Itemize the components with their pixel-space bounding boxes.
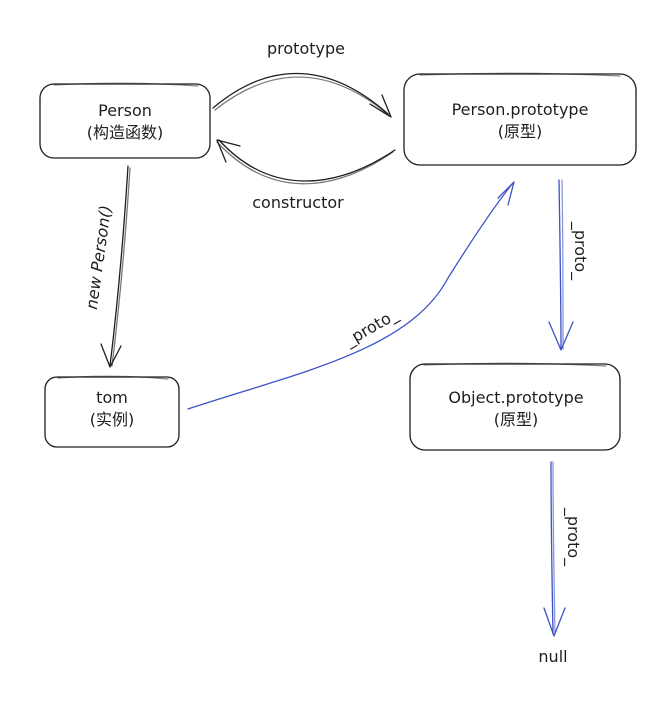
edge-new-person-label: new Person(): [82, 204, 115, 311]
node-tom-title: tom: [96, 388, 128, 407]
edge-object-prototype-proto-label: _proto_: [563, 507, 583, 567]
node-person-prototype[interactable]: Person.prototype (原型): [403, 72, 637, 166]
node-person-prototype-title: Person.prototype: [452, 100, 589, 119]
node-tom[interactable]: tom (实例): [44, 375, 180, 448]
edge-person-prototype-proto-label: _proto_: [570, 221, 590, 281]
edge-prototype: prototype: [212, 39, 392, 118]
edge-person-prototype-proto: _proto_: [548, 179, 590, 351]
node-person-subtitle: (构造函数): [87, 123, 164, 142]
node-object-prototype-title: Object.prototype: [448, 388, 583, 407]
edge-prototype-label: prototype: [267, 39, 345, 58]
node-person-prototype-subtitle: (原型): [498, 122, 543, 141]
edge-constructor-label: constructor: [252, 193, 344, 212]
node-null: null: [538, 647, 567, 666]
edge-object-prototype-proto: _proto_: [543, 461, 583, 637]
edge-constructor: constructor: [216, 139, 396, 212]
edge-new-person: new Person(): [82, 165, 131, 368]
node-object-prototype[interactable]: Object.prototype (原型): [409, 362, 621, 451]
node-person[interactable]: Person (构造函数): [39, 82, 211, 159]
node-tom-subtitle: (实例): [90, 410, 135, 429]
node-person-title: Person: [98, 101, 152, 120]
node-object-prototype-subtitle: (原型): [494, 410, 539, 429]
